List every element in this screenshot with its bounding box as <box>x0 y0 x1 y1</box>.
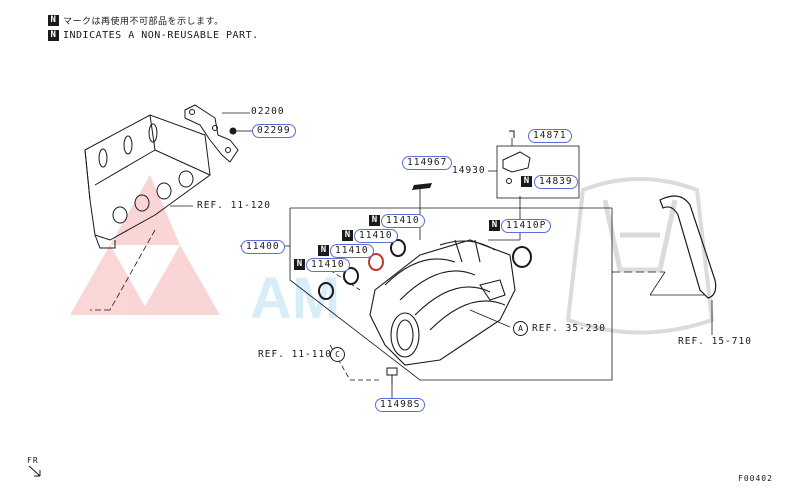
part-label-11410-a[interactable]: 11410 <box>381 214 425 228</box>
non-reusable-mark: N <box>342 230 353 241</box>
part-label-02299[interactable]: 02299 <box>252 124 296 138</box>
non-reusable-mark: N <box>369 215 380 226</box>
part-label-14839[interactable]: 14839 <box>534 175 578 189</box>
ref-11-120[interactable]: REF. 11-120 <box>197 200 271 211</box>
non-reusable-mark: N <box>318 245 329 256</box>
part-label-114967[interactable]: 114967 <box>402 156 453 170</box>
ref-circle-c: C <box>330 347 345 362</box>
non-reusable-mark: N <box>294 259 305 270</box>
non-reusable-mark: N <box>48 30 59 41</box>
diagram-code: F00402 <box>738 474 773 483</box>
engine-block-drawing <box>84 114 211 249</box>
part-label-11410-d[interactable]: 11410 <box>306 258 350 272</box>
legend-text-en: INDICATES A NON-REUSABLE PART. <box>63 30 259 41</box>
ref-circle-a: A <box>513 321 528 336</box>
part-label-11410-b[interactable]: 11410 <box>354 229 398 243</box>
part-label-11400[interactable]: 11400 <box>241 240 285 254</box>
ref-35-230[interactable]: REF. 35-230 <box>532 323 606 334</box>
part-label-02200[interactable]: 02200 <box>251 106 285 117</box>
part-label-14871[interactable]: 14871 <box>528 129 572 143</box>
non-reusable-mark: N <box>489 220 500 231</box>
ref-11-110[interactable]: REF. 11-110 <box>258 349 332 360</box>
bracket-drawing <box>184 104 239 163</box>
part-label-11410p[interactable]: 11410P <box>501 219 552 233</box>
intake-manifold-drawing <box>369 239 516 366</box>
non-reusable-mark: N <box>521 176 532 187</box>
part-label-14930[interactable]: 14930 <box>452 165 486 176</box>
part-label-11410-c[interactable]: 11410 <box>330 244 374 258</box>
non-reusable-mark: N <box>48 15 59 26</box>
ref-15-710[interactable]: REF. 15-710 <box>678 336 752 347</box>
legend-line-en: N INDICATES A NON-REUSABLE PART. <box>48 30 259 41</box>
front-indicator: FR <box>27 456 39 465</box>
part-label-11498s[interactable]: 11498S <box>375 398 426 412</box>
legend-text-jp: マークは再使用不可部品を示します。 <box>63 17 224 27</box>
legend-line-jp: N マークは再使用不可部品を示します。 <box>48 14 224 27</box>
